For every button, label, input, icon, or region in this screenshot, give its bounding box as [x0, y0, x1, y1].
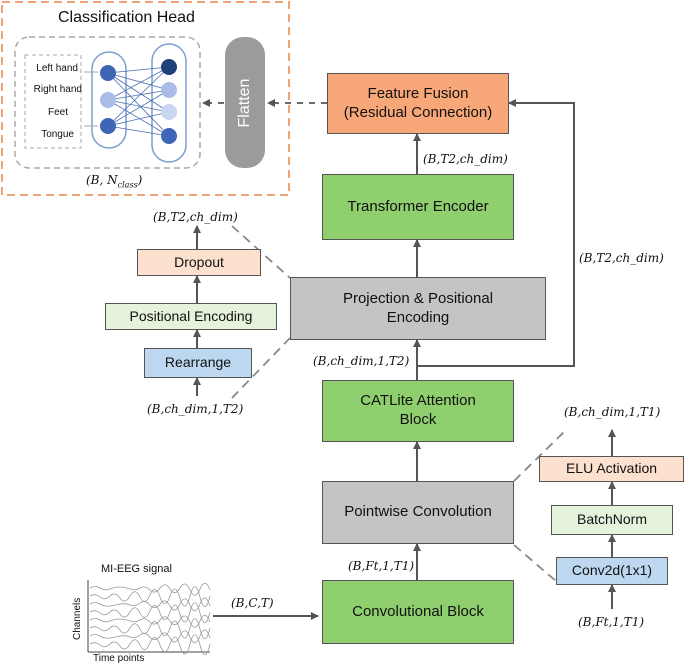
shape-elu-out: (B,ch_dim,1,T1) [564, 405, 661, 419]
dropout-block: Dropout [137, 249, 261, 276]
feature-fusion-block: Feature Fusion (Residual Connection) [327, 73, 509, 134]
signal-title: MI-EEG signal [101, 563, 172, 575]
shape-residual: (B,T2,ch_dim) [579, 251, 664, 265]
dashed-connectors [231, 225, 567, 582]
main-arrows [213, 99, 575, 620]
batchnorm-block: BatchNorm [551, 505, 673, 535]
class-label-tongue: Tongue [41, 129, 74, 140]
classification-head-title: Classification Head [58, 9, 195, 26]
classifier-output-shape: (B, Nclass) [86, 173, 143, 190]
flatten-block: Flatten [225, 37, 265, 168]
conv2d-block: Conv2d(1x1) [556, 557, 668, 585]
class-label-feet: Feet [47, 107, 68, 118]
signal-y-axis-label: Channels [72, 597, 83, 640]
shape-dropout-out: (B,T2,ch_dim) [153, 210, 238, 224]
pointwise-convolution-block: Pointwise Convolution [322, 481, 514, 544]
signal-x-axis-label: Time points [93, 653, 145, 664]
rearrange-block: Rearrange [144, 348, 252, 378]
classification-head-border [1, 1, 290, 196]
catlite-attention-block: CATLite Attention Block [322, 380, 514, 442]
class-list-border [24, 54, 82, 149]
eeg-signal-plot [87, 580, 211, 656]
shape-pointwise-in: (B,Ft,1,T1) [348, 559, 415, 573]
shape-signal-out: (B,C,T) [231, 596, 274, 610]
elu-activation-block: ELU Activation [539, 456, 684, 482]
classifier-inner-border [14, 36, 201, 169]
convolutional-block: Convolutional Block [322, 580, 514, 644]
transformer-encoder-block: Transformer Encoder [322, 174, 514, 240]
class-label-right-hand: Right hand [33, 84, 82, 95]
projection-positional-encoding-block: Projection & Positional Encoding [290, 277, 546, 340]
neural-network-icon [84, 43, 187, 163]
flatten-label: Flatten [236, 78, 253, 127]
positional-encoding-block: Positional Encoding [105, 303, 277, 330]
shape-catlite-in: (B,ch_dim,1,T2) [313, 354, 410, 368]
shape-fusion-out: (B,T2,ch_dim) [423, 152, 508, 166]
shape-conv2d-in: (B,Ft,1,T1) [578, 615, 645, 629]
class-label-left-hand: Left hand [36, 63, 78, 74]
shape-rearrange-in: (B,ch_dim,1,T2) [147, 402, 244, 416]
